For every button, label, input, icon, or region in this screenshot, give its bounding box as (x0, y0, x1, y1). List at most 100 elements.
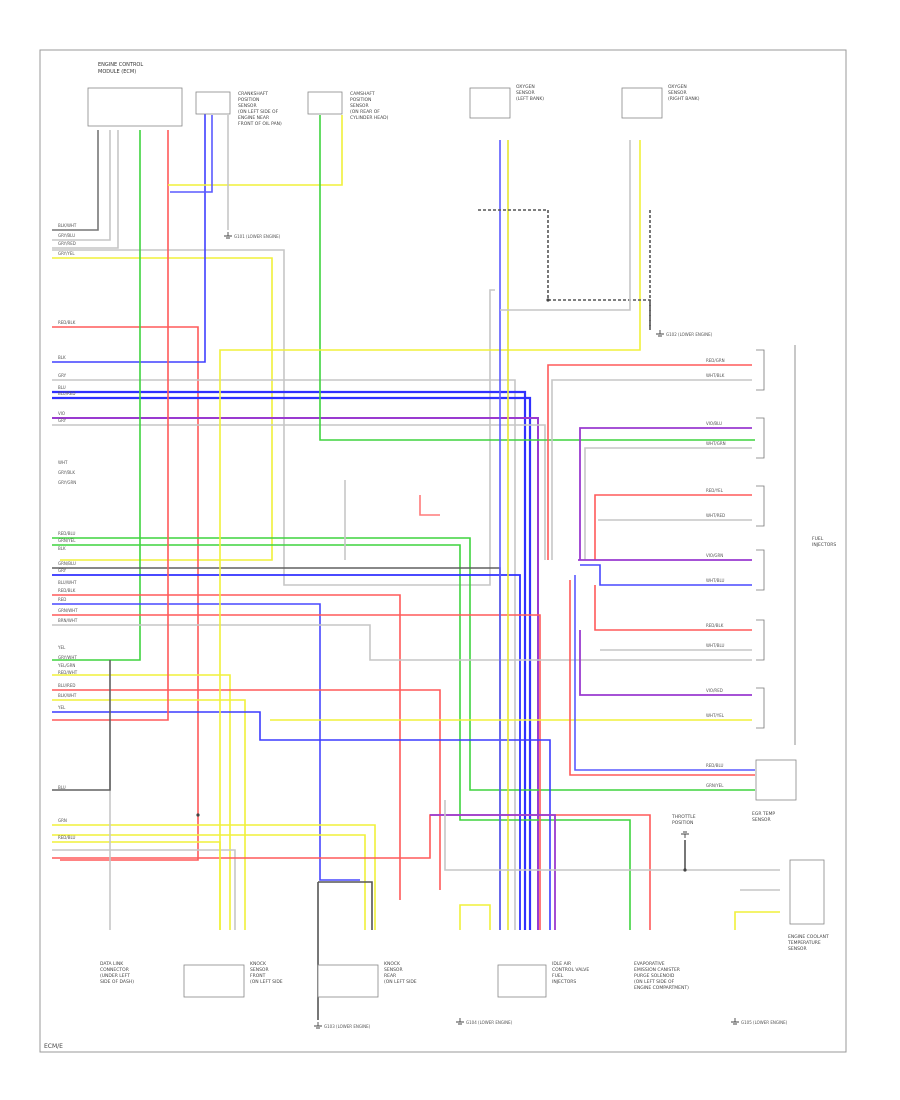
oxygen-left-label-1: OXYGEN (516, 84, 535, 90)
ground-label-3: G103 (LOWER ENGINE) (324, 1024, 371, 1029)
knock-front-label-3: FRONT (250, 973, 266, 979)
ecm-wire-label: YEL/GRN (57, 663, 75, 668)
coolant-label-3: SENSOR (788, 946, 807, 952)
ecm-wire-label: RED/BLU (58, 835, 76, 840)
ecm-wire-label: GRY (58, 418, 67, 423)
injector-1 (756, 349, 765, 391)
cam-label-1: CAMSHAFT (350, 91, 375, 97)
injectors-label-2: INJECTORS (812, 542, 836, 548)
knock-front-label-4: (ON LEFT SIDE (250, 979, 283, 985)
throttle-label-1: THROTTLE (671, 814, 696, 820)
wire-blu-3 (52, 396, 532, 930)
wire-yel-6 (52, 841, 221, 930)
wire-gry-12 (584, 447, 752, 560)
wire-gry-15 (444, 800, 780, 871)
knock-rear-box (317, 964, 379, 998)
cam-label-4: (ON REAR OF (350, 109, 380, 115)
injector-4 (756, 549, 765, 591)
ecm-wire-label: BLU/RED (58, 391, 75, 396)
ground-symbol-2 (656, 330, 664, 337)
injector-wire-label: WHT/GRN (706, 441, 726, 446)
coolant-label-2: TEMPERATURE (787, 940, 821, 946)
wire-gry-1 (52, 130, 111, 241)
injector-wire-label: VIO/BLU (706, 421, 722, 426)
splice-dots (196, 298, 687, 872)
wire-blu-7 (170, 115, 213, 193)
injector-wire-label: WHT/BLU (706, 643, 725, 648)
injector-wire-label: VIO/RED (706, 688, 723, 693)
wire-vio-2 (579, 427, 752, 560)
cam-label-5: CYLINDER HEAD) (350, 115, 389, 121)
wire-grn-3 (52, 544, 631, 930)
splice-2 (683, 868, 687, 872)
evap-label-4: (ON LEFT SIDE OF (634, 979, 675, 985)
evap-label-5: ENGINE COMPARTMENT) (634, 985, 689, 991)
fuel-inj-label-2: INJECTORS (552, 979, 576, 985)
ecm-wire-label: GRN/YEL (58, 538, 76, 543)
cam-label-3: SENSOR (350, 103, 369, 109)
wire-yel-7 (168, 115, 343, 186)
injector-5 (756, 619, 765, 661)
wire-gry-2 (52, 130, 119, 249)
ecm-wire-label: BRN/WHT (58, 618, 78, 623)
wire-red-7 (547, 364, 752, 560)
knock-front-label-2: SENSOR (250, 967, 269, 973)
ground-label-2: G102 (LOWER ENGINE) (666, 332, 713, 337)
wire-red-stub (419, 495, 440, 516)
injector-wire-label: WHT/YEL (706, 713, 725, 718)
data-link-box (755, 759, 797, 801)
ecm-wire-label: GRY/YEL (58, 251, 75, 256)
injector-3 (756, 485, 765, 527)
cam-label-2: POSITION (350, 97, 371, 103)
idle-air-label-1: IDLE AIR (552, 961, 571, 967)
data-link-label-1: DATA LINK (100, 961, 124, 967)
crank-label-3: SENSOR (238, 103, 257, 109)
ecm-box (87, 87, 183, 127)
wire-vio-1 (52, 417, 539, 930)
ecm-wire-label: YEL (57, 645, 66, 650)
wire-blk-2 (52, 567, 501, 930)
wire-gry-7 (52, 849, 236, 930)
wire-red-9 (594, 585, 752, 631)
ecm-label-1: ENGINE CONTROL (98, 62, 143, 68)
injector-6 (756, 687, 765, 729)
ecm-wire-label: WHT (58, 460, 68, 465)
oxygen-right-box (621, 87, 663, 119)
ecm-wire-label: BLU (58, 785, 66, 790)
ecm-wire-label: BLU (58, 385, 66, 390)
wire-blk-1 (52, 130, 99, 231)
wire-gry-6 (52, 624, 752, 661)
ecm-wire-label: GRN/BLU (58, 561, 76, 566)
ground-symbol-1 (224, 232, 232, 239)
wire-yel-3 (52, 699, 246, 930)
ecm-wire-label: YEL (57, 705, 66, 710)
knock-rear-label-3: REAR (384, 973, 396, 979)
evap-label-2: EMISSION CANISTER (634, 967, 680, 973)
wire-yel-5 (52, 834, 366, 930)
oxygen-left-label-2: SENSOR (516, 90, 535, 96)
wire-blu-9 (580, 564, 752, 586)
ground-symbol-3 (314, 1022, 322, 1029)
oxygen-right-label-3: (RIGHT BANK) (668, 96, 700, 102)
crank-label-2: POSITION (238, 97, 259, 103)
wire-blk-3 (52, 660, 111, 791)
oxygen-left-box (469, 87, 511, 119)
wire-blu-2 (52, 390, 527, 930)
ecm-wire-label: GRY/GRN (58, 480, 76, 485)
throttle-label-2: POSITION (672, 820, 693, 826)
wire-red-1 (52, 326, 199, 861)
crank-label-5: ENGINE NEAR (238, 115, 269, 121)
wire-blu-6 (52, 711, 551, 930)
coolant-label-1: ENGINE COOLANT (788, 934, 829, 940)
wire-group (52, 100, 780, 1020)
egr-label-1: EGR TEMP (752, 811, 775, 817)
wire-red-8 (594, 494, 752, 560)
ground-label-5: G105 (LOWER ENGINE) (741, 1020, 788, 1025)
knock-rear-label-1: KNOCK (384, 961, 401, 967)
ecm-wire-label: GRY/RED (58, 241, 76, 246)
wire-blu-10 (574, 575, 755, 771)
wire-yel-12 (459, 904, 491, 930)
ecm-wire-label: BLK/WHT (58, 223, 77, 228)
ecm-wire-label: BLU/WHT (58, 580, 77, 585)
